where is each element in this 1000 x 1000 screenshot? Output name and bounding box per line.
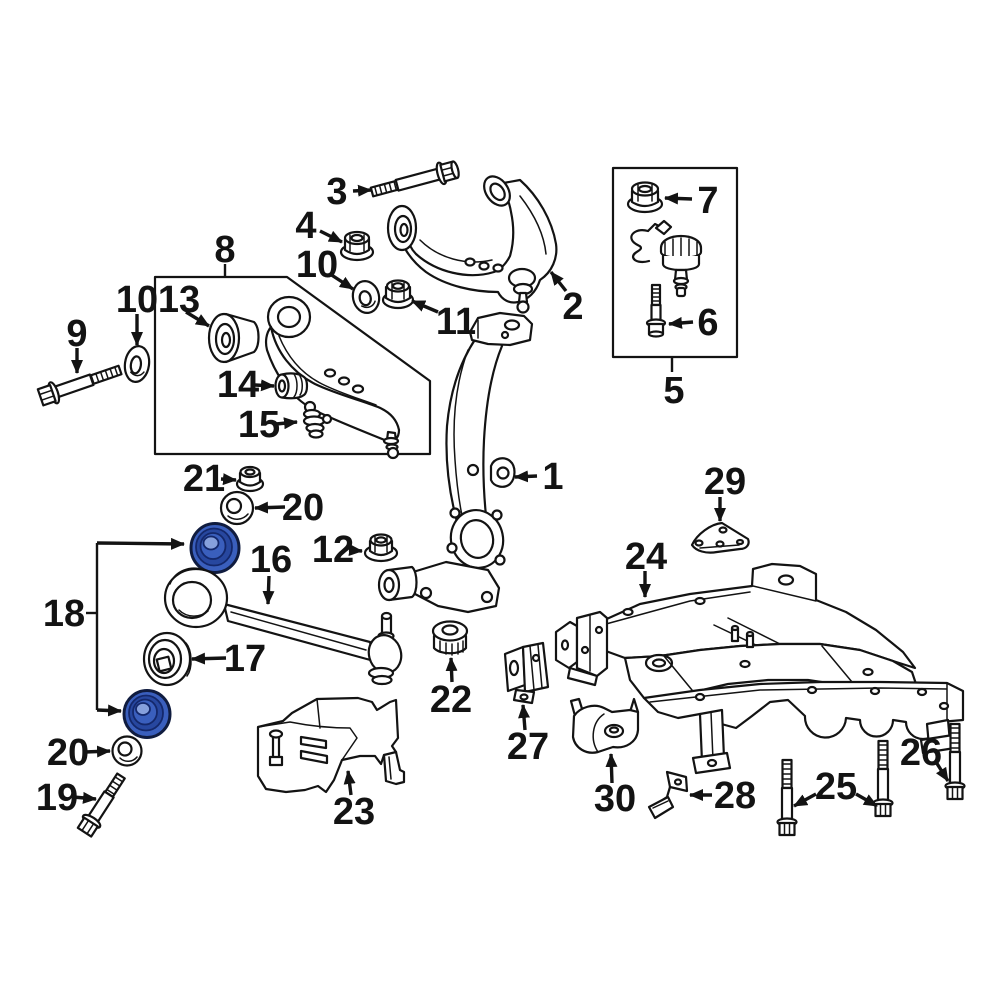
washer-20-lower-drawing: [111, 735, 143, 767]
nut-21-drawing: [235, 465, 265, 493]
nut-11-drawing: [381, 279, 415, 310]
callout-label-10-washer: 10: [296, 244, 338, 286]
callout-arrow-20: [84, 745, 111, 758]
nut-4-drawing: [339, 230, 375, 262]
washer-10-left-drawing: [123, 344, 151, 384]
bracket-27-drawing: [503, 641, 550, 705]
callout-arrow-27: [518, 704, 531, 731]
callout-label-19-bolt: 19: [36, 777, 78, 819]
callout-label-15-ball-stud: 15: [238, 404, 280, 446]
callout-label-9-bolt: 9: [66, 313, 87, 355]
lower-control-arm-drawing: [264, 295, 401, 460]
ball-joint-5-drawing: [630, 219, 703, 298]
callout-arrow-3: [352, 184, 372, 197]
bushing-22-drawing: [431, 620, 469, 656]
bushing-14-drawing: [274, 372, 309, 400]
subframe-crossmember-drawing: [554, 562, 965, 775]
bolt-25b-drawing: [872, 739, 894, 818]
callout-label-27-bracket: 27: [507, 726, 549, 768]
upper-control-arm-drawing: [386, 175, 558, 314]
callout-label-7-nut: 7: [697, 180, 718, 222]
callout-label-10-washer: 10: [116, 279, 158, 321]
callout-arrow-6: [668, 316, 694, 329]
callout-arrow-23: [343, 770, 356, 796]
callout-label-12-nut: 12: [312, 529, 354, 571]
callout-label-4-nut: 4: [295, 205, 316, 247]
callout-arrow-19: [72, 791, 97, 804]
highlighted-bushing-front-drawing: [189, 522, 241, 574]
callout-label-13-bushing: 13: [158, 279, 200, 321]
callout-label-18-highlighted-bushing-pair: 18: [43, 593, 85, 635]
bolt-9-drawing: [36, 364, 123, 407]
callout-label-11-nut: 11: [436, 301, 476, 343]
callout-arrow-18: [96, 537, 185, 550]
callout-label-23-splash-shield: 23: [333, 791, 375, 833]
callout-label-5-ball-joint-kit: 5: [663, 370, 684, 412]
callout-arrow-26: [934, 761, 950, 782]
callout-label-3-bolt: 3: [326, 171, 347, 213]
bushing-17-drawing: [142, 631, 192, 687]
callout-arrow-12: [348, 544, 363, 556]
callout-label-24-subframe-crossmember: 24: [625, 536, 667, 578]
callout-label-20-washer: 20: [282, 487, 324, 529]
callout-arrow-25: [793, 792, 817, 808]
callout-arrow-17: [191, 652, 227, 665]
callout-arrow-14: [254, 379, 275, 392]
callout-arrow-7: [664, 192, 693, 205]
ball-stud-15-drawing: [302, 400, 333, 439]
callout-arrow-13: [185, 310, 210, 328]
bolt-6-drawing: [645, 283, 667, 338]
bolt-25a-drawing: [776, 758, 798, 837]
nut-7-drawing: [626, 181, 664, 214]
callout-label-22-bushing: 22: [430, 679, 472, 721]
callout-label-26-bolt: 26: [900, 732, 942, 774]
bracket-29-drawing: [690, 521, 750, 554]
callout-arrow-21: [220, 473, 237, 486]
bolt-26-drawing: [944, 722, 966, 801]
bracket-30-drawing: [569, 697, 640, 754]
bushing-13-drawing: [207, 312, 260, 364]
callout-arrow-11: [411, 299, 439, 314]
callout-arrow-20: [254, 501, 286, 514]
callout-label-25-bolt-pair: 25: [815, 766, 857, 808]
washer-10-upper-drawing: [351, 280, 381, 314]
callout-arrow-22: [445, 657, 458, 683]
callout-arrow-18: [96, 704, 122, 717]
callout-label-28-bracket: 28: [714, 775, 756, 817]
callout-label-29-bracket: 29: [704, 461, 746, 503]
callout-arrow-10: [329, 272, 354, 291]
bracket-28-drawing: [647, 770, 689, 820]
callout-label-21-nut: 21: [183, 458, 225, 500]
callout-arrow-4: [319, 229, 343, 244]
callout-arrow-16: [262, 575, 275, 605]
callout-label-16-strut-rod: 16: [250, 539, 292, 581]
callout-label-8-control-arm-kit: 8: [214, 229, 235, 271]
callout-label-2-upper-control-arm: 2: [562, 286, 583, 328]
strut-rod-16-drawing: [163, 567, 403, 686]
callout-label-1-steering-knuckle: 1: [542, 456, 563, 498]
callout-label-17-bushing: 17: [224, 638, 266, 680]
callout-arrow-25: [855, 792, 878, 808]
bolt-3-drawing: [369, 160, 460, 198]
callout-label-30-bracket: 30: [594, 778, 636, 820]
steering-knuckle-drawing: [377, 311, 534, 614]
bolt-19-drawing: [76, 772, 126, 838]
highlighted-bushing-rear-drawing: [122, 689, 172, 739]
splash-shield-drawing: [256, 696, 406, 794]
nut-12-drawing: [363, 533, 399, 563]
callout-label-6-bolt: 6: [697, 302, 718, 344]
callout-arrow-15: [275, 417, 298, 430]
callout-arrow-2: [549, 270, 568, 293]
callout-arrow-30: [605, 753, 618, 784]
callout-arrow-1: [514, 470, 538, 483]
washer-20-upper-drawing: [219, 490, 255, 526]
callout-label-20-washer: 20: [47, 732, 89, 774]
callout-label-14-bushing: 14: [217, 364, 259, 406]
